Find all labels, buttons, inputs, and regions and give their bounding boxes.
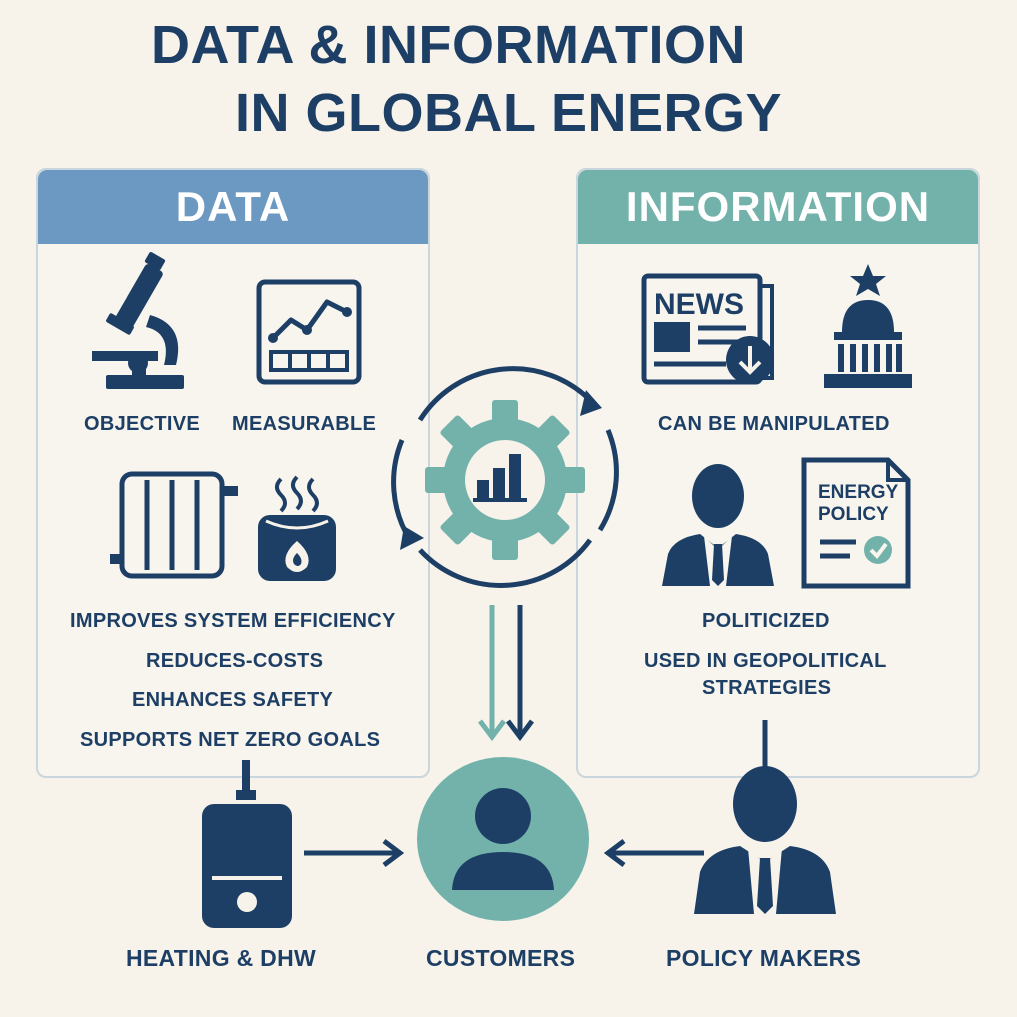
benefit-safety: ENHANCES SAFETY [132, 689, 334, 711]
line-chart-icon [256, 279, 362, 385]
measurable-label: MEASURABLE [232, 413, 377, 435]
politicized-label: POLITICIZED [702, 610, 830, 632]
capitol-building-icon [824, 264, 912, 388]
title-line-1: DATA & INFORMATION [151, 15, 746, 75]
gear-cycle-icon [391, 366, 619, 588]
customers-icon [417, 757, 589, 921]
benefit-net-zero: SUPPORTS NET ZERO GOALS [80, 729, 381, 751]
down-arrows [478, 605, 534, 742]
energy-policy-document-icon: ENERGY POLICY [801, 457, 911, 589]
information-panel-header: INFORMATION [578, 170, 978, 244]
water-heater-icon [202, 760, 292, 928]
politician-icon [662, 464, 774, 586]
manipulated-label: CAN BE MANIPULATED [658, 413, 890, 435]
microscope-icon [92, 252, 184, 389]
benefit-costs: REDUCES-COSTS [146, 650, 324, 672]
boiler-flame-icon [258, 475, 336, 581]
geopolitical-label-1: USED IN GEOPOLITICAL [644, 650, 887, 672]
arrow-heating-to-customers [304, 839, 405, 867]
energy-policy-line-2: POLICY [818, 504, 889, 525]
energy-policy-line-1: ENERGY [818, 482, 899, 503]
newspaper-icon: NEWS [641, 273, 774, 385]
title-line-2: IN GLOBAL ENERGY [234, 83, 783, 143]
policy-makers-label: POLICY MAKERS [666, 945, 862, 971]
radiator-icon [110, 471, 238, 579]
data-panel-header: DATA [38, 170, 428, 244]
news-text: NEWS [654, 288, 744, 321]
heating-label: HEATING & DHW [126, 945, 317, 971]
policy-maker-icon [694, 720, 836, 914]
objective-label: OBJECTIVE [84, 413, 201, 435]
customers-label: CUSTOMERS [426, 945, 576, 971]
arrow-policy-to-customers [603, 839, 704, 867]
data-panel: DATA [36, 168, 430, 778]
geopolitical-label-2: STRATEGIES [702, 677, 832, 699]
information-panel: INFORMATION [576, 168, 980, 778]
benefit-efficiency: IMPROVES SYSTEM EFFICIENCY [70, 610, 396, 632]
